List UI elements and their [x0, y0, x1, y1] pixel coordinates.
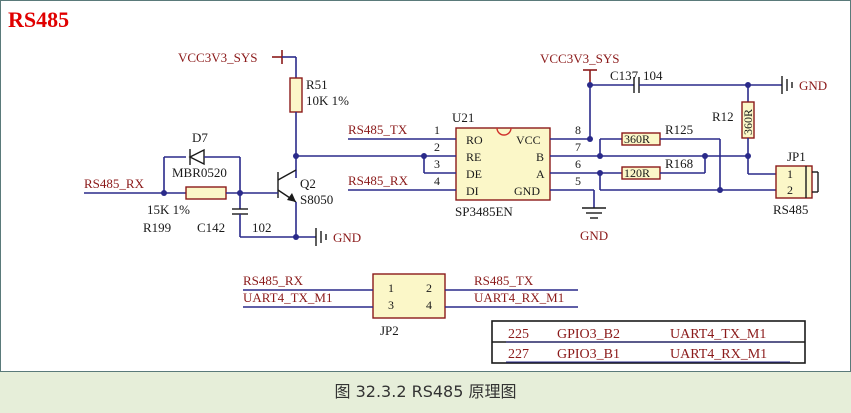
r199-value: 15K 1%	[147, 202, 190, 217]
u21-pin5-num: 5	[575, 174, 581, 188]
u21-pin4-name: DI	[466, 184, 479, 198]
jp2-body	[372, 273, 446, 319]
c137-value: 104	[643, 68, 663, 83]
u21-pin3-num: 3	[434, 157, 440, 171]
r199-body	[185, 186, 227, 200]
c142-ref: C142	[197, 220, 225, 235]
q2-arrow	[287, 193, 296, 202]
gpio-row1-num: 225	[508, 327, 529, 342]
u21-pin1-name: RO	[466, 133, 483, 147]
junction-a-jp1	[717, 187, 723, 193]
q2-collector	[277, 169, 297, 181]
jp2-left-net-2: UART4_TX_M1	[243, 290, 333, 305]
c142-value: 102	[252, 220, 272, 235]
gpio-row1-func: UART4_TX_M1	[670, 327, 766, 342]
r168-value: 120R	[624, 166, 650, 180]
jp2-pin4: 4	[426, 298, 432, 312]
q2-ref: Q2	[300, 176, 316, 191]
c137-ref: C137	[610, 68, 639, 83]
jp1-pin1: 1	[787, 167, 793, 181]
jp1-name: RS485	[773, 202, 808, 217]
jp2-pin2: 2	[426, 281, 432, 295]
junction-re	[421, 153, 427, 159]
r12x-ref: R12	[712, 109, 734, 124]
u21-pin6-name: A	[536, 167, 545, 181]
rs485-rx-left-label: RS485_RX	[84, 176, 145, 191]
d7-value: MBR0520	[172, 165, 227, 180]
r168-ref: R168	[665, 156, 693, 171]
u21-pin2-name: RE	[466, 150, 481, 164]
u21-pin3-name: DE	[466, 167, 482, 181]
schematic-svg: RS485 VCC3V3_SYS R51 10K 1% Q2 S8050 GND…	[0, 0, 851, 373]
q2-value: S8050	[300, 192, 333, 207]
schematic-sheet: RS485 VCC3V3_SYS R51 10K 1% Q2 S8050 GND…	[0, 0, 851, 373]
u21-pin4-num: 4	[434, 174, 440, 188]
u21-pin2-num: 2	[434, 140, 440, 154]
r51-body	[289, 77, 303, 113]
u21-pin7-num: 7	[575, 140, 581, 154]
vcc-right-label: VCC3V3_SYS	[540, 51, 619, 66]
u21-value: SP3485EN	[455, 204, 513, 219]
jp2-pin3: 3	[388, 298, 394, 312]
jp1-pin2: 2	[787, 183, 793, 197]
gpio-row2-gpio: GPIO3_B1	[557, 347, 620, 362]
u21-pin7-name: B	[536, 150, 544, 164]
schematic-title: RS485	[8, 7, 69, 32]
vcc-left-label: VCC3V3_SYS	[178, 50, 257, 65]
r51-ref: R51	[306, 77, 328, 92]
u21-pin8-num: 8	[575, 123, 581, 137]
rs485-rx-u21-label: RS485_RX	[348, 173, 409, 188]
u21-ref: U21	[452, 110, 474, 125]
junction-pin8	[587, 136, 593, 142]
u21-pin1-num: 1	[434, 123, 440, 137]
u21-body	[455, 127, 551, 201]
u21-pin8-name: VCC	[516, 133, 541, 147]
u21-notch	[496, 127, 512, 136]
u21-pin5-name: GND	[514, 184, 540, 198]
r51-value: 10K 1%	[306, 93, 349, 108]
gpio-row2-func: UART4_RX_M1	[670, 347, 767, 362]
jp2-right-net-1: RS485_TX	[474, 273, 534, 288]
gpio-row1-gpio: GPIO3_B2	[557, 327, 620, 342]
jp2-right-net-2: UART4_RX_M1	[474, 290, 564, 305]
gnd-q2-label: GND	[333, 230, 361, 245]
figure-caption: 图 32.3.2 RS485 原理图	[334, 382, 517, 401]
gnd-r12-label: GND	[799, 78, 827, 93]
jp1-ref: JP1	[787, 149, 806, 164]
r199-ref: R199	[143, 220, 171, 235]
r12x-value: 360R	[741, 109, 755, 135]
r125-ref: R125	[665, 122, 693, 137]
d7-ref: D7	[192, 130, 208, 145]
rs485-tx-label: RS485_TX	[348, 122, 408, 137]
jp2-left-net-1: RS485_RX	[243, 273, 304, 288]
u21-pin6-num: 6	[575, 157, 581, 171]
jp2-ref: JP2	[380, 323, 399, 338]
gnd-u21-label: GND	[580, 228, 608, 243]
r125-value: 360R	[624, 132, 650, 146]
jp2-pin1: 1	[388, 281, 394, 295]
gpio-row2-num: 227	[508, 347, 529, 362]
